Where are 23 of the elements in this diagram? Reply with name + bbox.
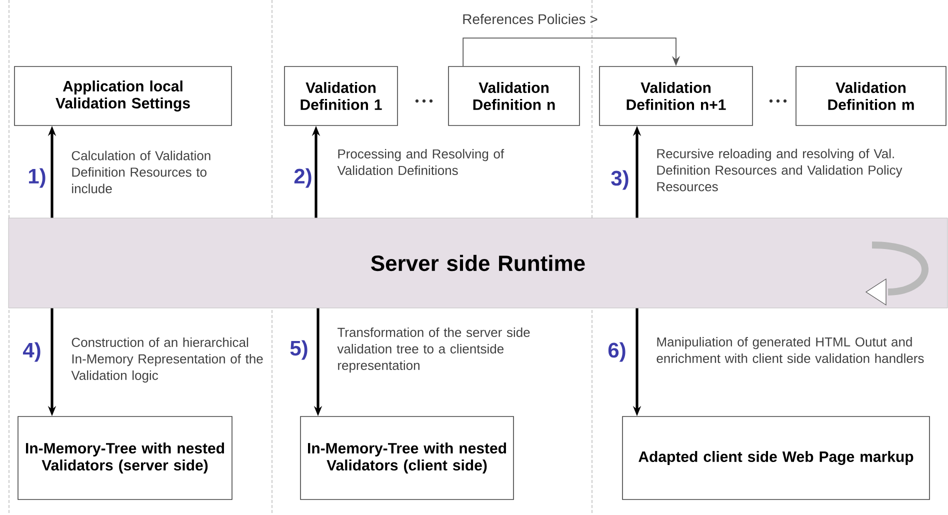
process-box: Application local Validation Settings — [14, 66, 232, 126]
edge-label: Calculation of Validation Definition Resources to include — [72, 150, 210, 194]
step-number: 1) — [28, 168, 46, 188]
edge-label: References Policies > — [463, 14, 598, 24]
step-number: 3) — [611, 170, 628, 190]
arrow — [462, 38, 680, 67]
edge-label: Recursive reloading and resolving of Val. Definition Resources and Validation Policy Resources — [657, 148, 902, 192]
process-box: In-Memory-Tree with nested Validators (client side) — [300, 416, 514, 500]
edge-label: Transformation of the server side validation tree to a clientside representation — [337, 327, 530, 373]
runtime-band: Server side Runtime — [8, 218, 948, 308]
step-number: 6) — [608, 342, 626, 362]
process-box: Validation Definition m — [796, 66, 946, 126]
process-box: Validation Definition 1 — [284, 66, 398, 126]
edge-label: Construction of an hierarchical In-Memory Representation of the Validation logic — [71, 337, 263, 383]
step-number: 2) — [294, 168, 312, 188]
step-number: 5) — [290, 340, 308, 360]
process-box: In-Memory-Tree with nested Validators (server side) — [18, 416, 232, 500]
process-box: Validation Definition n — [448, 66, 580, 126]
step-number: 4) — [22, 342, 40, 362]
edge-label: Processing and Resolving of Validation Definitions — [337, 148, 504, 176]
edge-label: Manipuliation of generated HTML Outut and enrichment with client side validation handlers — [656, 336, 924, 364]
process-box: Validation Definition n+1 — [599, 66, 753, 126]
process-box: Adapted client side Web Page markup — [622, 416, 930, 500]
